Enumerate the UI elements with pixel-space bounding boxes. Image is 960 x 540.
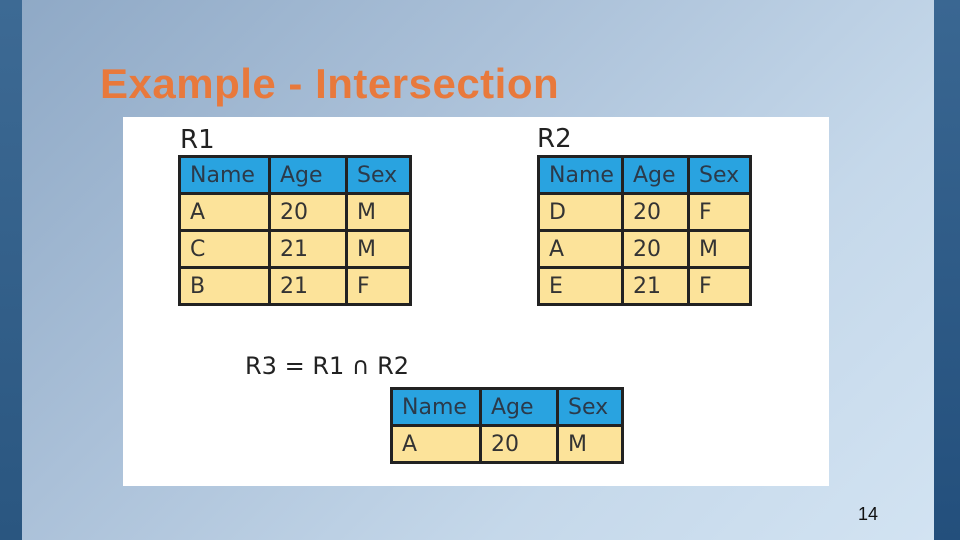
r2-label: R2 <box>537 124 572 154</box>
table-cell: 21 <box>621 266 690 306</box>
table-row: D 20 F <box>537 192 752 232</box>
intersection-formula: R3 = R1 ∩ R2 <box>245 352 410 380</box>
table-row: B 21 F <box>178 266 412 306</box>
right-edge-bar <box>934 0 960 540</box>
table-cell: A <box>537 229 624 269</box>
table-cell: M <box>345 229 412 269</box>
table-cell: M <box>345 192 412 232</box>
r1-header-age: Age <box>268 155 348 195</box>
table-row: E 21 F <box>537 266 752 306</box>
r2-header-age: Age <box>621 155 690 195</box>
r1-label: R1 <box>180 125 215 155</box>
table-row: A 20 M <box>390 424 624 464</box>
r3-header-sex: Sex <box>556 387 624 427</box>
table-cell: 21 <box>268 229 348 269</box>
table-row: A 20 M <box>178 192 412 232</box>
r3-header-row: Name Age Sex <box>390 387 624 427</box>
table-cell: E <box>537 266 624 306</box>
table-cell: B <box>178 266 271 306</box>
table-cell: F <box>345 266 412 306</box>
table-cell: 21 <box>268 266 348 306</box>
table-cell: A <box>178 192 271 232</box>
r2-header-name: Name <box>537 155 624 195</box>
table-cell: 20 <box>621 192 690 232</box>
r2-header-sex: Sex <box>687 155 752 195</box>
table-row: A 20 M <box>537 229 752 269</box>
table-cell: M <box>687 229 752 269</box>
page-number: 14 <box>858 504 879 524</box>
left-edge-bar <box>0 0 22 540</box>
r2-header-row: Name Age Sex <box>537 155 752 195</box>
table-cell: 20 <box>621 229 690 269</box>
r3-header-age: Age <box>479 387 559 427</box>
r1-header-sex: Sex <box>345 155 412 195</box>
table-cell: D <box>537 192 624 232</box>
table-cell: 20 <box>479 424 559 464</box>
r1-header-row: Name Age Sex <box>178 155 412 195</box>
r2-table: Name Age Sex D 20 F A 20 M E 21 F <box>537 155 752 306</box>
table-cell: C <box>178 229 271 269</box>
table-cell: A <box>390 424 482 464</box>
table-cell: F <box>687 266 752 306</box>
r1-header-name: Name <box>178 155 271 195</box>
slide-title: Example - Intersection <box>100 60 560 107</box>
table-row: C 21 M <box>178 229 412 269</box>
table-cell: F <box>687 192 752 232</box>
r3-table: Name Age Sex A 20 M <box>390 387 624 464</box>
r1-table: Name Age Sex A 20 M C 21 M B 21 F <box>178 155 412 306</box>
table-cell: 20 <box>268 192 348 232</box>
r3-header-name: Name <box>390 387 482 427</box>
table-cell: M <box>556 424 624 464</box>
